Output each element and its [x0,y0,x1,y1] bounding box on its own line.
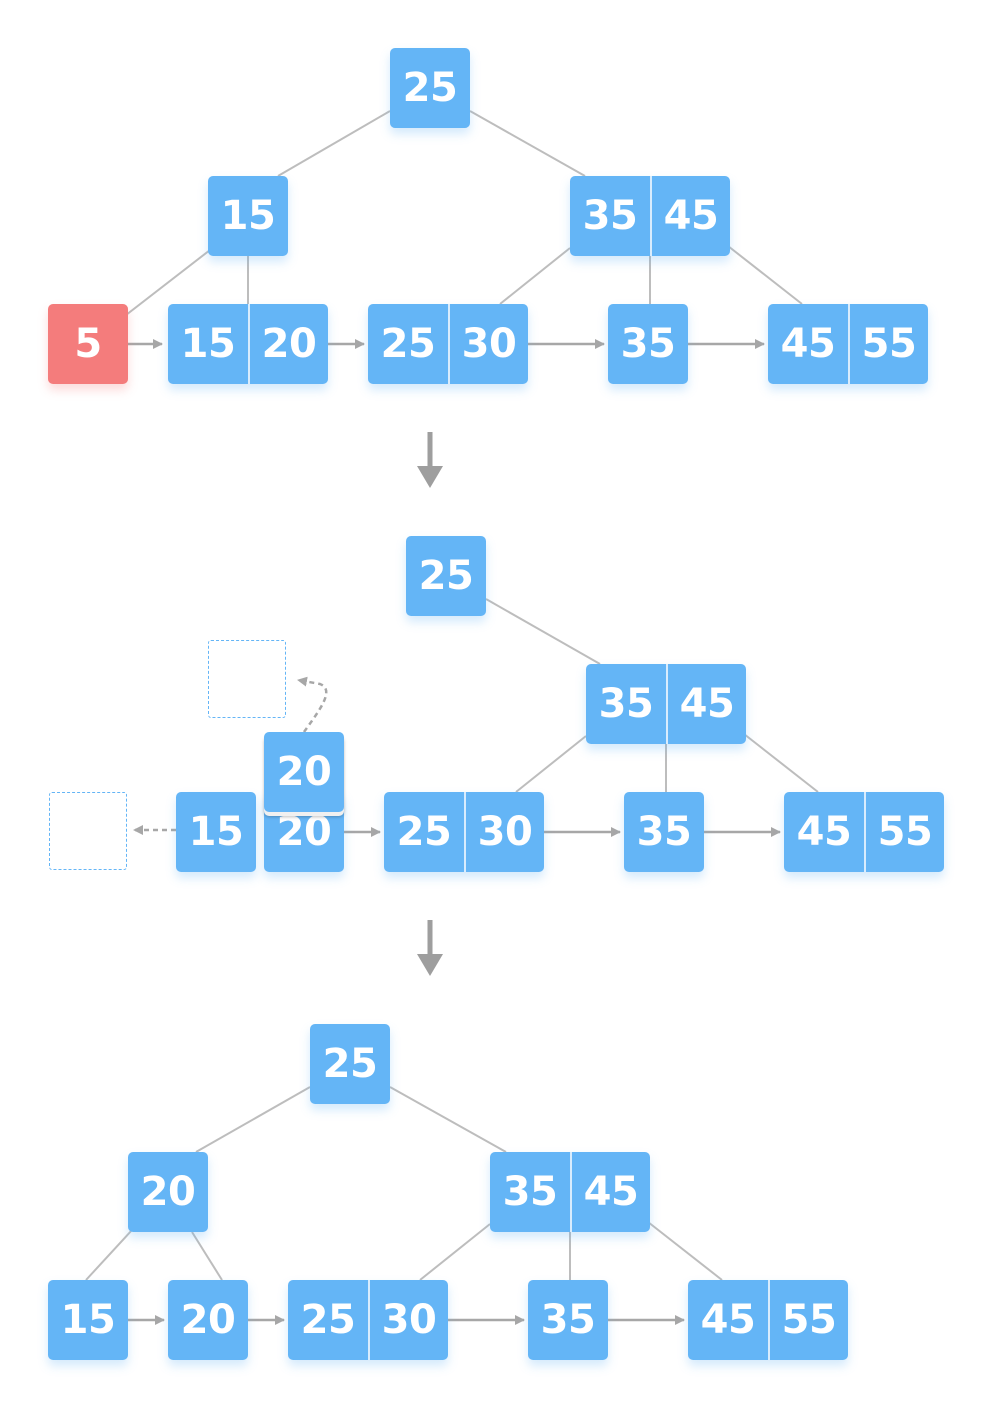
node-key: 30 [448,304,528,384]
node-key: 15 [60,1297,116,1343]
node-key: 25 [402,65,458,111]
node-key: 20 [180,1297,236,1343]
node-key: 35 [620,321,676,367]
node-key: 35 [582,193,638,239]
node-key: 5 [74,321,102,367]
node-key: 45 [570,1152,650,1232]
dashed-curve-arrow [297,676,328,733]
tree-node-leaf: 45 55 [768,304,928,384]
node-key: 45 [666,664,746,744]
empty-slot-placeholder [208,640,286,718]
tree-edge [191,1231,223,1281]
tree-node-internal: 35 45 [586,664,746,744]
tree-edge [125,249,211,316]
tree-node-leaf: 45 55 [784,792,944,872]
tree-edge [469,110,586,177]
tree-edge [743,733,819,793]
stage3-tree-edges [85,1086,723,1281]
tree-node-leaf: 25 30 [368,304,528,384]
tree-node-leaf: 35 [624,792,704,872]
node-key: 20 [248,304,328,384]
node-key: 25 [396,809,452,855]
node-key: 35 [540,1297,596,1343]
node-key: 25 [300,1297,356,1343]
stage-transition-arrow [417,432,443,488]
tree-node-root: 25 [310,1024,390,1104]
tree-node-leaf: 25 30 [384,792,544,872]
node-key: 25 [418,553,474,599]
tree-edge [485,598,601,665]
node-key: 35 [598,681,654,727]
stage1-tree-edges [125,110,803,316]
node-key: 15 [220,193,276,239]
tree-node-leaf: 25 30 [288,1280,448,1360]
stage2-leaf-links [133,676,781,837]
tree-edge [499,247,571,305]
node-key: 55 [768,1280,848,1360]
tree-node-root: 25 [390,48,470,128]
node-key: 20 [276,809,332,855]
node-key: 30 [464,792,544,872]
node-key: 25 [322,1041,378,1087]
tree-node-internal: 35 45 [570,176,730,256]
tree-node-leaf: 35 [528,1280,608,1360]
stage2-tree-edges [485,598,819,793]
tree-edge [727,245,803,305]
node-key: 45 [700,1297,756,1343]
node-key: 35 [636,809,692,855]
node-key: 45 [650,176,730,256]
tree-node-root: 25 [406,536,486,616]
node-key: 20 [140,1169,196,1215]
moving-key-node: 20 [264,732,344,812]
empty-slot-placeholder [49,792,127,870]
tree-edge [85,1229,133,1281]
node-key: 45 [780,321,836,367]
node-key: 25 [380,321,436,367]
node-key: 45 [796,809,852,855]
tree-node-internal: 15 [208,176,288,256]
tree-node-internal: 35 45 [490,1152,650,1232]
tree-node-leaf: 45 55 [688,1280,848,1360]
tree-edge [647,1221,723,1281]
tree-node-leaf: 15 [48,1280,128,1360]
tree-edge [195,1086,311,1153]
deleted-key-node: 5 [48,304,128,384]
tree-edge [515,735,587,793]
node-key: 55 [864,792,944,872]
tree-edge [277,110,391,177]
node-key: 20 [276,749,332,795]
node-key: 15 [180,321,236,367]
tree-node-leaf: 20 [168,1280,248,1360]
tree-node-internal: 20 [128,1152,208,1232]
node-key: 55 [848,304,928,384]
tree-edge [389,1086,507,1153]
tree-node-leaf: 15 [176,792,256,872]
tree-node-leaf: 35 [608,304,688,384]
tree-edge [419,1223,491,1281]
tree-node-leaf: 15 20 [168,304,328,384]
stage-transition-arrow [417,920,443,976]
node-key: 15 [188,809,244,855]
node-key: 30 [368,1280,448,1360]
node-key: 35 [502,1169,558,1215]
